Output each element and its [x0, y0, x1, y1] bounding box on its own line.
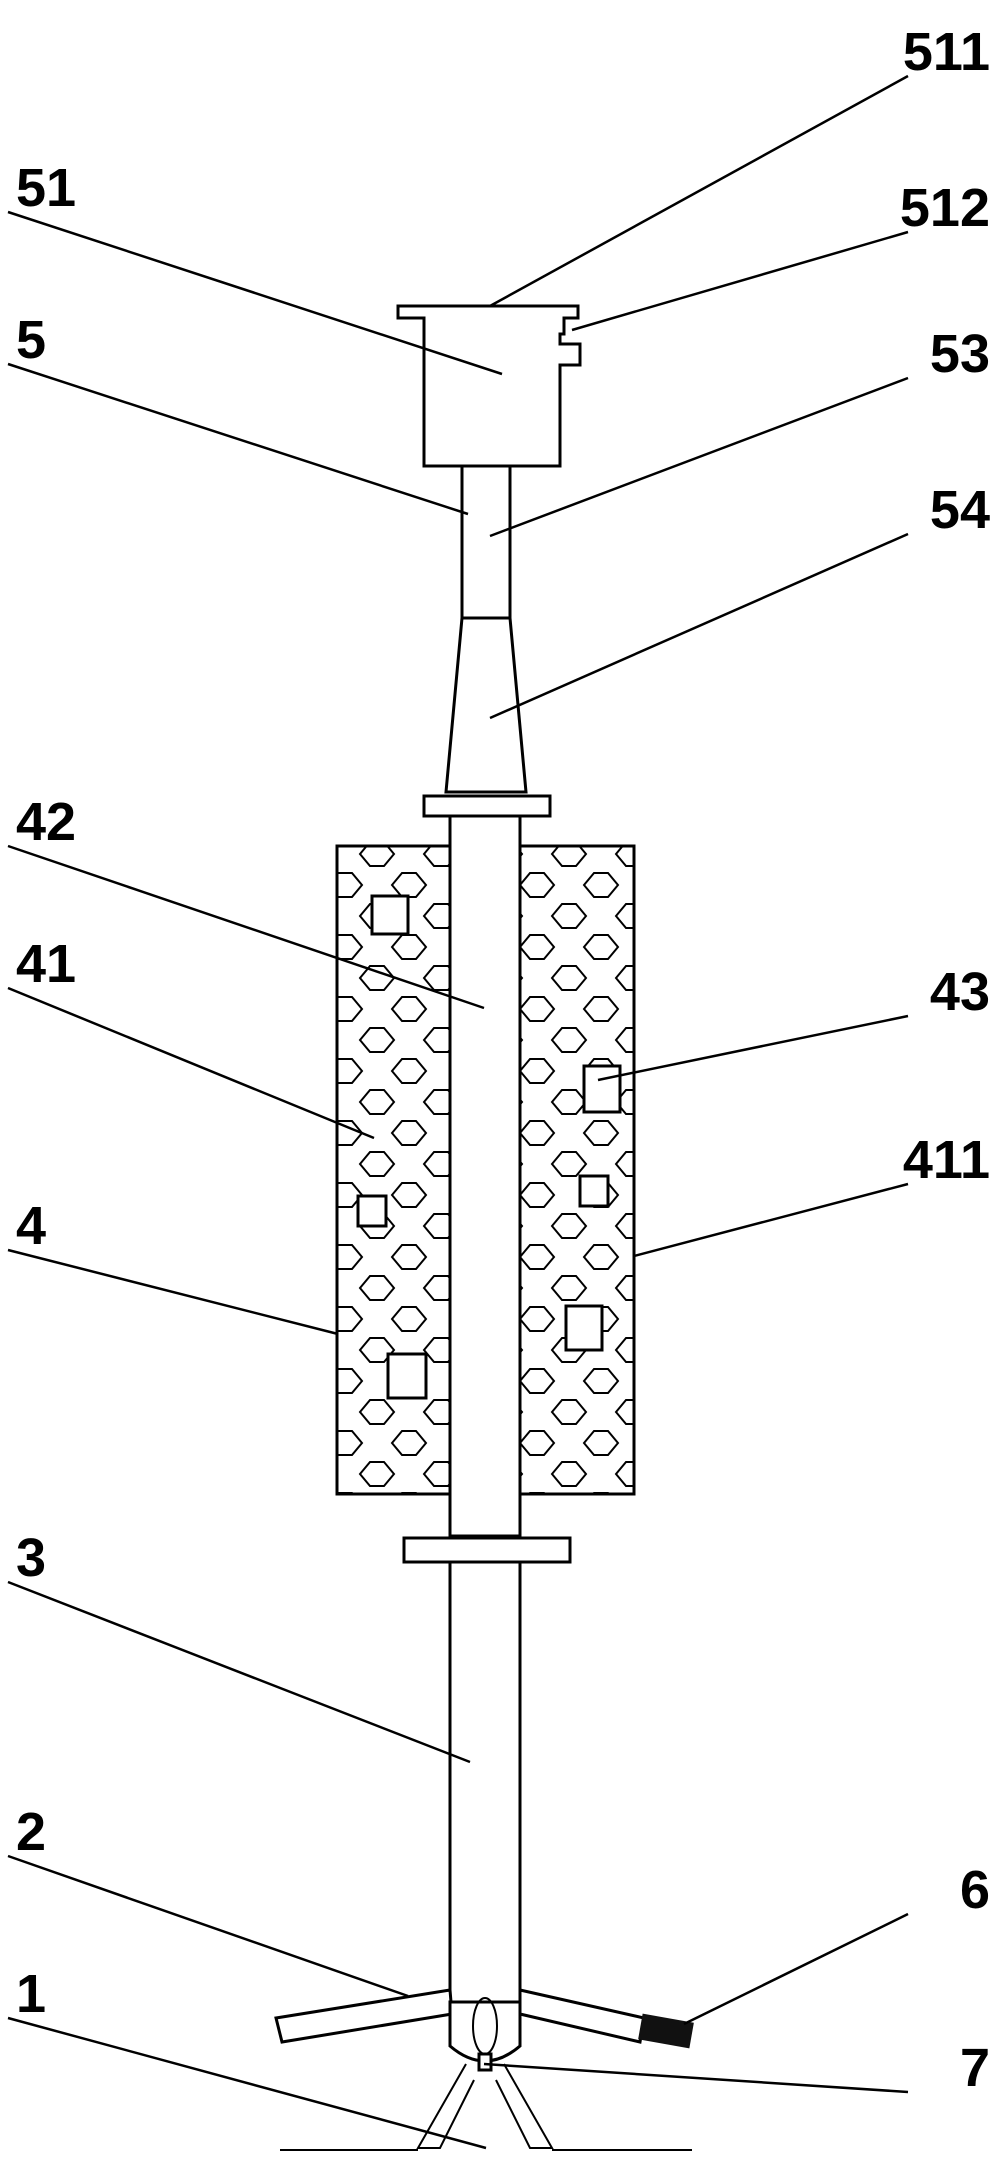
label-51: 51 [16, 158, 76, 218]
valve-stem [477, 2052, 493, 2072]
central-shaft [448, 814, 522, 1538]
label-411: 411 [903, 1130, 990, 1190]
label-2: 2 [16, 1802, 46, 1862]
spring-coil [638, 2013, 694, 2049]
top-cap [396, 304, 582, 468]
label-1: 1 [16, 1964, 46, 2024]
right-porous-block [514, 844, 636, 1496]
label-42: 42 [16, 792, 76, 852]
label-3: 3 [16, 1528, 46, 1588]
left-arm [274, 1988, 454, 2044]
particles [356, 894, 622, 1400]
bottom-nozzle [448, 2000, 522, 2063]
lower-flange [402, 1536, 572, 1564]
lower-tube [448, 1560, 522, 2004]
label-4: 4 [16, 1196, 46, 1256]
label-43: 43 [930, 962, 990, 1022]
label-41: 41 [16, 934, 76, 994]
label-511: 511 [903, 22, 990, 82]
label-7: 7 [960, 2038, 990, 2098]
reference-labels: 511 51 512 5 53 54 42 41 43 411 4 3 2 6 … [16, 22, 990, 2098]
label-6: 6 [960, 1860, 990, 1920]
upper-flange [422, 794, 552, 818]
label-54: 54 [930, 480, 990, 540]
label-5: 5 [16, 310, 46, 370]
label-512: 512 [900, 178, 990, 238]
label-53: 53 [930, 324, 990, 384]
upper-tube [460, 464, 512, 620]
tapered-tube [444, 616, 528, 794]
leader-lines [7, 74, 909, 2150]
base-stand [280, 2063, 692, 2151]
right-arm [518, 1988, 646, 2044]
